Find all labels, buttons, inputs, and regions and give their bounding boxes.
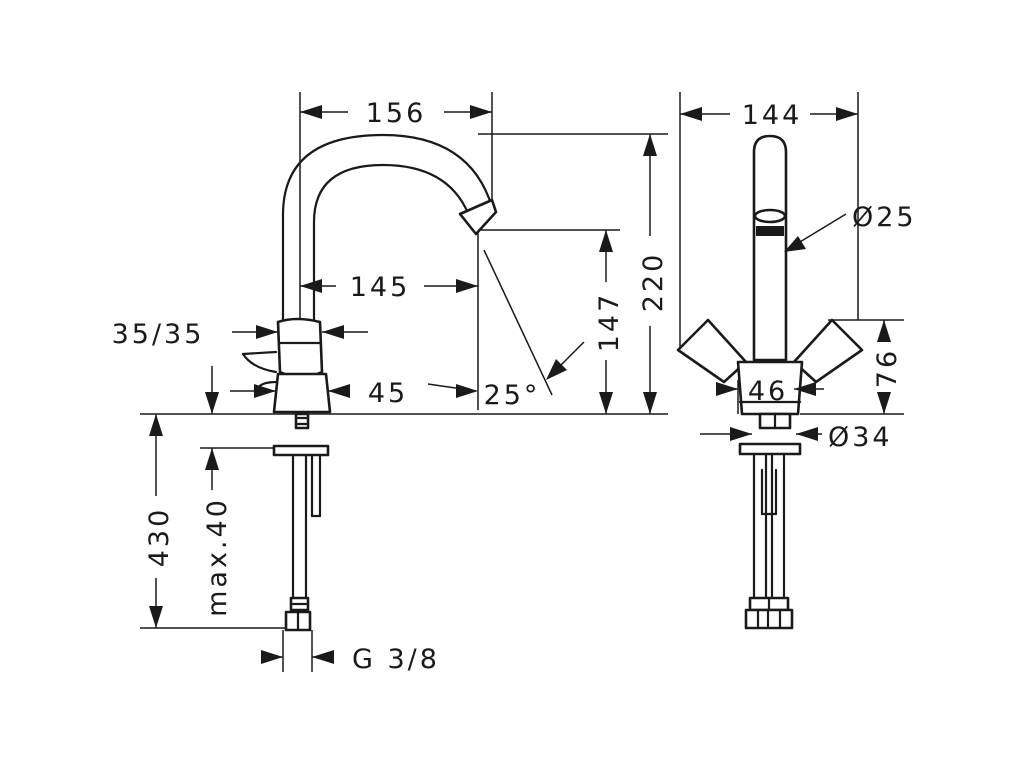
- mounting-shank: [272, 412, 330, 632]
- dim-spout-diameter: Ø25: [852, 202, 917, 233]
- side-body: [736, 360, 804, 416]
- cross-handles: [676, 318, 864, 384]
- side-dimension-lines: [680, 107, 891, 441]
- front-view: 156 145 35/35 45 25° 147 220 430 max.40 …: [112, 92, 669, 675]
- dim-handle-height: 76: [872, 348, 903, 388]
- side-view: 144 Ø25 76 46 Ø34: [676, 92, 917, 630]
- dim-spout-angle: 25°: [484, 380, 541, 411]
- tap-body: [272, 372, 332, 414]
- dim-handle-size: 35/35: [112, 319, 205, 350]
- dim-spout-reach: 156: [366, 98, 427, 129]
- front-dimension-lines: [149, 105, 657, 664]
- dim-base-diameter: Ø34: [828, 422, 893, 453]
- dim-total-height: 220: [638, 252, 669, 313]
- dim-body-width: 45: [368, 378, 408, 409]
- spout-column: [752, 134, 788, 362]
- dim-shank-length: 430: [144, 507, 175, 568]
- dim-connection-thread: G 3/8: [352, 644, 440, 675]
- dim-handle-span: 144: [742, 100, 803, 131]
- side-shank: [738, 412, 802, 630]
- spout: [281, 133, 498, 324]
- dim-spout-to-base: 145: [350, 272, 411, 303]
- dim-base-width: 46: [748, 376, 788, 407]
- dim-spout-clearance: 147: [594, 292, 625, 353]
- dim-deck-thickness: max.40: [202, 497, 233, 617]
